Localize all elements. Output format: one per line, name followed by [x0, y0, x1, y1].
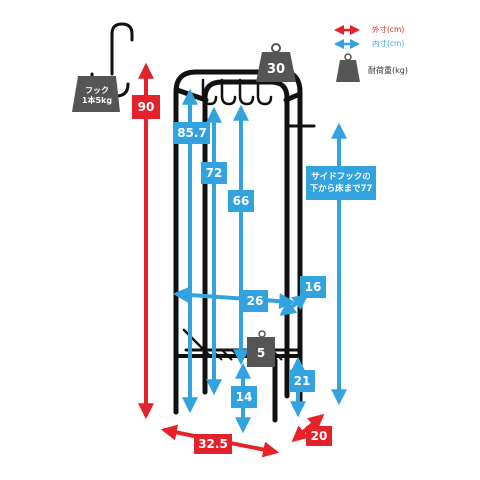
hook-label-line2: 1本5kg [81, 96, 113, 105]
hook-label-line1: フック [85, 86, 109, 95]
height-outer-label: 90 [132, 95, 160, 119]
inner-mid-label: 72 [201, 162, 227, 184]
hook-load-label: フック 1本5kg [74, 86, 120, 106]
legend-inner-text: 内寸(cm) [372, 39, 405, 48]
side-hook-label-line1: サイドフックの [311, 172, 371, 182]
floor-clearance-label: 14 [231, 386, 257, 408]
inner-hook-label: 66 [228, 190, 254, 212]
inner-depth-arrow [279, 294, 309, 316]
legend-inner-label: 内寸(cm) [372, 38, 404, 49]
inner-top-label: 85.7 [174, 122, 210, 144]
legend-outer-text: 外寸(cm) [372, 25, 405, 34]
legend-weight-icon [336, 53, 360, 82]
inner-width-label: 26 [242, 290, 268, 312]
shelf-load-value: 5 [256, 346, 266, 360]
inner-width-arrow [172, 286, 296, 310]
hook-detail-icon [72, 22, 134, 112]
shelf-height-label: 21 [289, 370, 315, 392]
inner-depth-label: 16 [300, 276, 326, 298]
top-hooks [201, 78, 273, 106]
inner-arrows [172, 88, 347, 434]
legend-load-label: 耐荷重(kg) [368, 65, 408, 76]
width-outer-label: 32.5 [194, 434, 232, 454]
legend-outer-label: 外寸(cm) [372, 24, 404, 35]
shelf-weight-icon [247, 330, 275, 367]
side-hook-label: サイドフックの 下から床まで77 [306, 166, 376, 200]
top-load-value: 30 [266, 61, 286, 77]
depth-outer-label: 20 [306, 426, 332, 446]
legend-load-text: 耐荷重(kg) [368, 66, 408, 75]
top-weight-icon [256, 43, 296, 82]
side-hook-label-line2: 下から床まで77 [309, 184, 373, 194]
